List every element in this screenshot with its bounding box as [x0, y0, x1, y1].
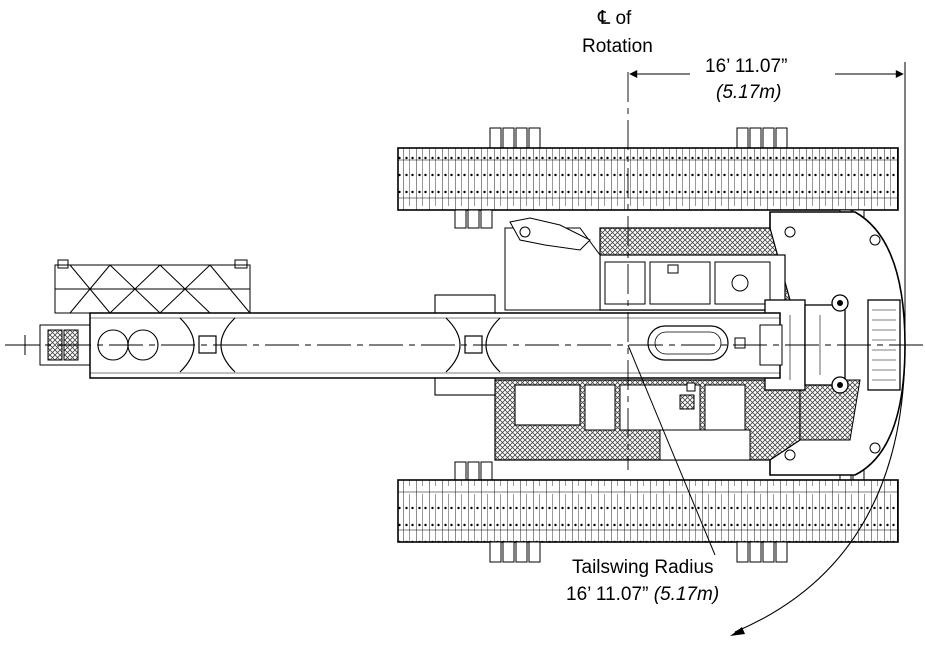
top-dimension-value: 16’ 11.07” — [705, 56, 788, 77]
top-dimension-line — [629, 62, 906, 345]
tailswing-value: 16’ 11.07” — [566, 584, 649, 605]
boom — [8, 259, 783, 379]
top-crawler-track — [397, 127, 899, 229]
top-dimension-metric: (5.17m) — [716, 82, 782, 103]
centerline-of-text: of — [615, 8, 632, 29]
centerline-symbol: ℄ — [598, 8, 611, 29]
tailswing-radius-line — [627, 344, 906, 636]
bottom-crawler-track — [397, 461, 899, 563]
tailswing-value-row: 16’ 11.07” (5.17m) — [566, 584, 719, 606]
centerline-label-line1: ℄ of — [598, 8, 631, 30]
tailswing-metric: (5.17m) — [653, 584, 720, 605]
centerlines — [5, 72, 925, 470]
tailswing-title: Tailswing Radius — [572, 557, 714, 578]
centerline-rotation-text: Rotation — [582, 36, 653, 57]
